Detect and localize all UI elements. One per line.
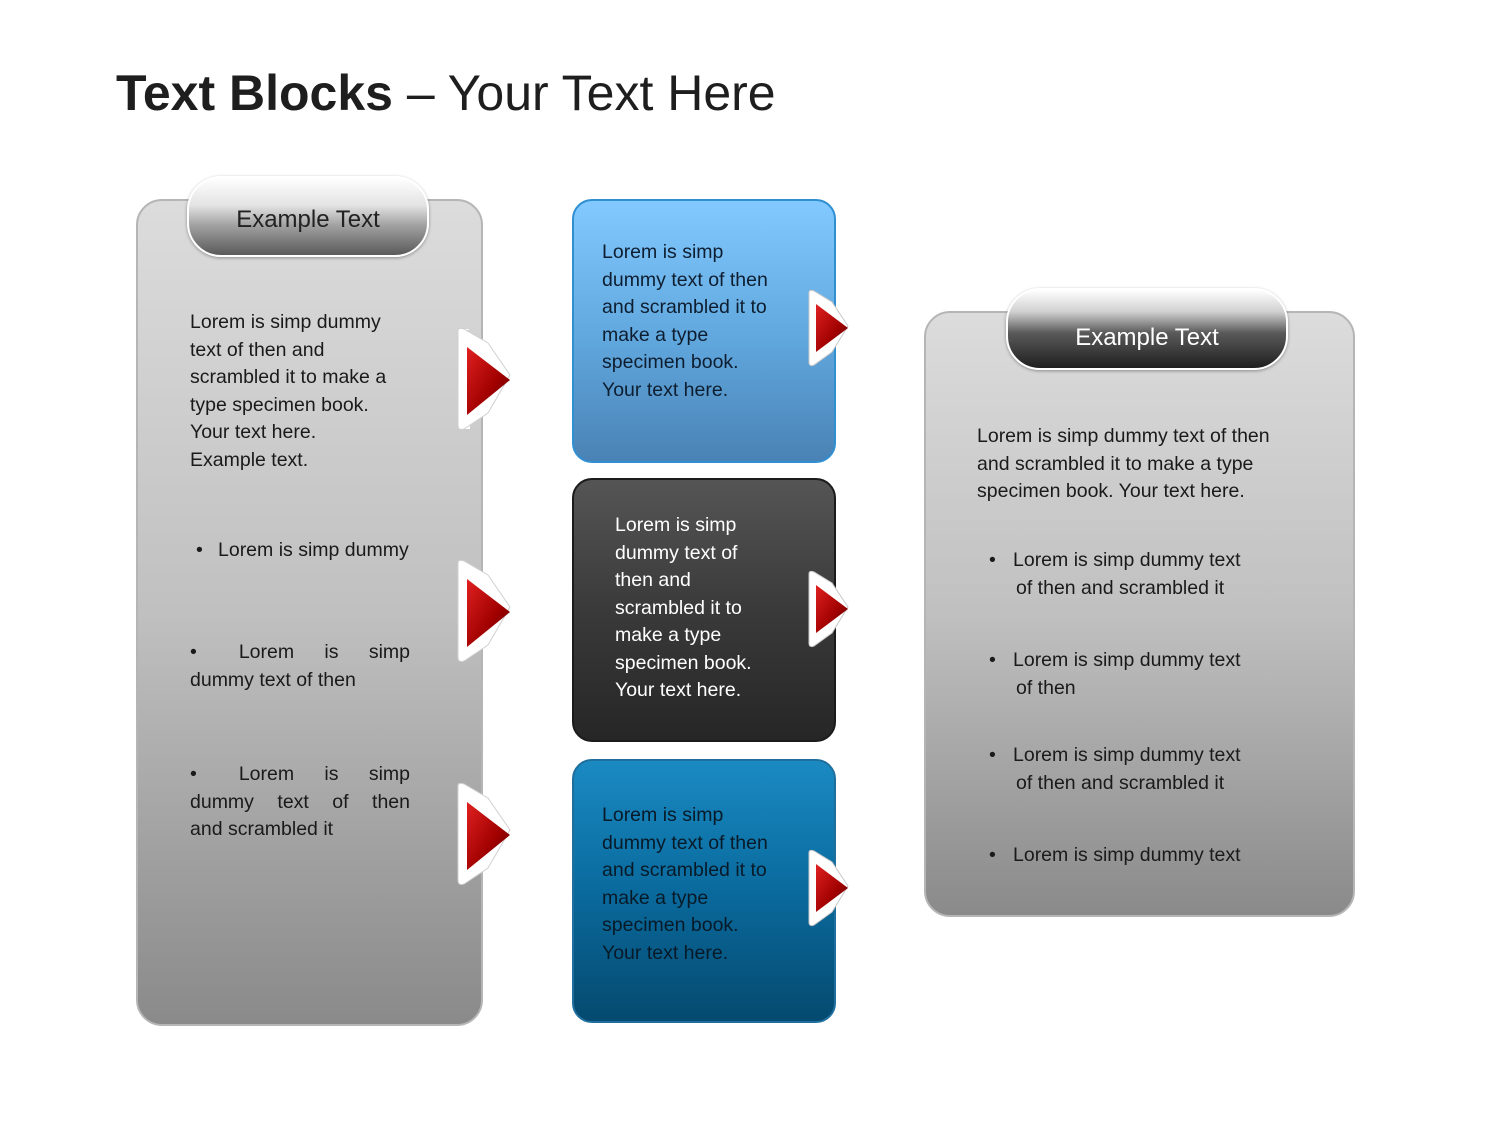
left-body-line: scrambled it to make a (190, 366, 387, 388)
left-bullet-3: • Lorem is simp dummy text of then and s… (190, 761, 410, 844)
text-line: Your text here. (602, 941, 729, 964)
bullet-dot: • (190, 763, 197, 785)
text-line: Lorem is simp dummy text (1013, 549, 1241, 571)
text-line: Your text here. (602, 378, 729, 401)
left-bullet-2-line-1: Lorem is simp (238, 641, 410, 663)
right-panel (924, 311, 1355, 917)
text-line: make a type (602, 323, 709, 346)
text-line: Lorem is simp (615, 514, 737, 536)
page-title: Text Blocks – Your Text Here (116, 62, 776, 124)
text-line: scrambled it to (615, 596, 742, 619)
text-line: Lorem is simp dummy text (1013, 844, 1241, 866)
text-line: dummy text of then (602, 831, 768, 854)
text-line: Lorem is simp dummy text (1013, 744, 1241, 766)
text-line: then and (615, 569, 691, 591)
left-panel (136, 199, 483, 1026)
left-bullet-2: • Lorem is simp dummy text of then (190, 639, 410, 694)
text-line: specimen book. (602, 914, 739, 936)
text-line: make a type (602, 886, 709, 909)
left-bullet-3-line-1: Lorem is simp (238, 763, 410, 785)
left-bullet-3-line-2: dummy text of then (190, 790, 410, 813)
text-line: and scrambled it to (602, 859, 767, 881)
arrow-right-icon (808, 570, 849, 648)
left-bullet-1: • Lorem is simp dummy (196, 537, 409, 565)
text-line: of then and scrambled it (1016, 771, 1225, 794)
text-line: specimen book. Your text here. (977, 480, 1245, 502)
bullet-dot: • (989, 649, 996, 671)
text-line: dummy text of then (602, 268, 768, 291)
text-line: Your text here. (615, 679, 742, 701)
text-line: Lorem is simp (602, 804, 724, 826)
title-bold: Text Blocks (116, 65, 393, 121)
middle-box-dark: Lorem is simp dummy text of then and scr… (572, 478, 836, 742)
text-line: specimen book. (602, 351, 739, 373)
arrow-right-icon (457, 327, 511, 430)
left-body-line: type specimen book. (190, 393, 369, 416)
middle-box-dark-blue: Lorem is simp dummy text of then and scr… (572, 759, 836, 1023)
arrow-right-icon (808, 289, 849, 367)
text-line: of then (1016, 676, 1076, 699)
text-line: make a type (615, 624, 722, 646)
right-bullet-4: • Lorem is simp dummy text (989, 842, 1289, 870)
bullet-dot: • (989, 744, 996, 766)
left-body-line: text of then and (190, 338, 325, 361)
arrow-right-icon (808, 849, 849, 927)
middle-box-2-text: Lorem is simp dummy text of then and scr… (615, 512, 805, 705)
left-body-line: Example text. (190, 448, 309, 471)
text-line: of then and scrambled it (1016, 576, 1225, 599)
text-line: specimen book. (615, 651, 752, 674)
text-line: Lorem is simp dummy text (1013, 649, 1241, 671)
text-line: and scrambled it to (602, 296, 767, 318)
middle-box-3-text: Lorem is simp dummy text of then and scr… (602, 802, 802, 967)
right-bullet-2: • Lorem is simp dummy text of then (989, 647, 1289, 702)
text-line: and scrambled it to make a type (977, 452, 1254, 475)
right-panel-header: Example Text (1006, 288, 1288, 370)
middle-box-1-text: Lorem is simp dummy text of then and scr… (602, 239, 802, 404)
left-body-line: Your text here. (190, 421, 317, 443)
right-panel-body: Lorem is simp dummy text of then and scr… (977, 423, 1317, 506)
left-bullet-1-text: Lorem is simp dummy (218, 539, 409, 561)
bullet-dot: • (196, 539, 203, 561)
bullet-dot: • (989, 844, 996, 866)
bullet-dot: • (190, 641, 197, 663)
middle-box-light-blue: Lorem is simp dummy text of then and scr… (572, 199, 836, 463)
text-line: Lorem is simp dummy text of then (977, 425, 1270, 447)
left-bullet-3-line-3: and scrambled it (190, 818, 334, 840)
title-rest: – Your Text Here (392, 65, 776, 121)
right-bullet-3: • Lorem is simp dummy text of then and sc… (989, 742, 1289, 797)
left-panel-body: Lorem is simp dummy text of then and scr… (190, 309, 430, 474)
text-line: Lorem is simp (602, 241, 724, 263)
left-body-line: Lorem is simp dummy (190, 311, 381, 333)
right-bullet-1: • Lorem is simp dummy text of then and sc… (989, 547, 1289, 602)
left-panel-header: Example Text (187, 176, 429, 257)
arrow-right-icon (457, 559, 511, 662)
arrow-right-icon (457, 782, 511, 885)
text-line: dummy text of (615, 541, 738, 564)
left-bullet-2-line-2: dummy text of then (190, 668, 356, 691)
bullet-dot: • (989, 549, 996, 571)
